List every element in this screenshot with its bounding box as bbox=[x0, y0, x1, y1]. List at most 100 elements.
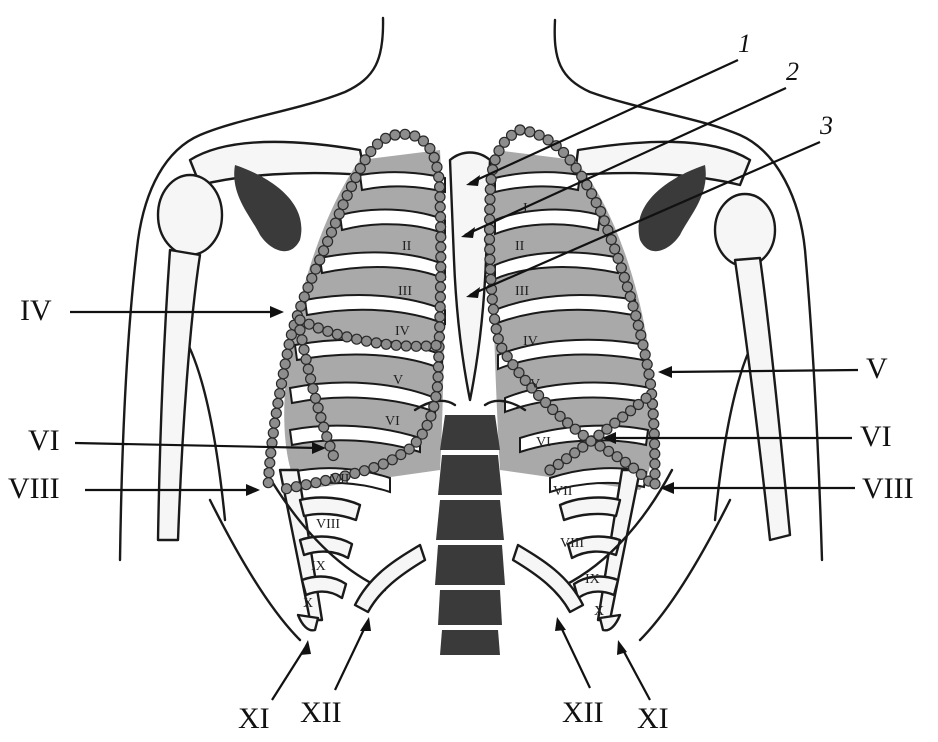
left-pleura-medial-bead bbox=[434, 172, 444, 182]
bottom-callout-xi-left-line bbox=[272, 648, 305, 700]
left-lung-lower-bead bbox=[401, 341, 411, 351]
left-lung-lower-bead bbox=[371, 338, 381, 348]
right-pleura-apex-bead bbox=[625, 292, 635, 302]
right-pleura-apex-bead bbox=[515, 125, 525, 135]
right-pleura-apex-bead bbox=[644, 369, 654, 379]
pointer-3-label: 3 bbox=[819, 111, 833, 140]
left-pleura-apex-bead bbox=[323, 237, 333, 247]
left-rib-label-4: IV bbox=[395, 324, 410, 339]
left-rib-label-3: III bbox=[398, 284, 412, 299]
bottom-callout-xii-left-line bbox=[335, 625, 366, 690]
left-oblique-bead bbox=[299, 345, 309, 355]
left-pleura-medial-bead bbox=[369, 463, 379, 473]
right-rib-label-8: VIII bbox=[560, 536, 584, 551]
left-pleura-apex-bead bbox=[303, 283, 313, 293]
right-pleura-apex-bead bbox=[650, 459, 660, 469]
right-callout-v-line bbox=[666, 370, 858, 372]
left-oblique-bead bbox=[295, 325, 305, 335]
bottom-callout-xii-left: XII bbox=[300, 696, 342, 729]
left-pleura-medial-bead bbox=[434, 352, 444, 362]
left-oblique-bead bbox=[325, 441, 335, 451]
bottom-callout-xi-right: XI bbox=[637, 702, 669, 735]
right-pleura-apex-bead bbox=[622, 282, 632, 292]
left-pleura-medial-bead bbox=[359, 466, 369, 476]
right-pleura-apex-bead bbox=[640, 350, 650, 360]
left-pleura-medial-bead bbox=[432, 382, 442, 392]
right-rib-label-6: VI bbox=[536, 435, 551, 450]
right-pleura-medial-bead bbox=[485, 204, 495, 214]
left-oblique-bead bbox=[306, 374, 316, 384]
left-pleura-apex-bead bbox=[280, 359, 290, 369]
right-pleura-medial-bead bbox=[485, 254, 495, 264]
right-pleura-apex-bead bbox=[650, 479, 660, 489]
right-humeral-head bbox=[715, 194, 775, 266]
left-pleura-medial-bead bbox=[435, 202, 445, 212]
right-rib-label-4: IV bbox=[523, 334, 538, 349]
left-rib-label-2: II bbox=[402, 239, 412, 254]
right-pleura-apex-bead bbox=[628, 301, 638, 311]
left-pleura-medial-bead bbox=[378, 459, 388, 469]
left-oblique-bead bbox=[301, 354, 311, 364]
left-lung-lower-bead bbox=[381, 339, 391, 349]
right-pleura-apex-bead bbox=[636, 330, 646, 340]
left-oblique-bead bbox=[316, 413, 326, 423]
left-callout-iv: IV bbox=[20, 294, 52, 327]
left-pleura-medial-bead bbox=[435, 312, 445, 322]
left-oblique-bead bbox=[303, 364, 313, 374]
left-lung-lower-bead bbox=[391, 340, 401, 350]
pointer-1-label: 1 bbox=[738, 29, 751, 58]
right-pleura-apex-bead bbox=[633, 320, 643, 330]
left-pleura-medial-bead bbox=[429, 153, 439, 163]
right-pleura-medial-bead bbox=[485, 194, 495, 204]
right-pleura-medial-bead bbox=[490, 314, 500, 324]
left-oblique-bead bbox=[322, 432, 332, 442]
left-rib-label-9: IX bbox=[311, 559, 326, 574]
right-callout-vi: VI bbox=[860, 420, 892, 453]
left-lung-lower-bead bbox=[352, 334, 362, 344]
left-pleura-medial-bead bbox=[433, 362, 443, 372]
left-pleura-medial-bead bbox=[433, 372, 443, 382]
right-callout-viii: VIII bbox=[862, 472, 914, 505]
left-oblique-bead bbox=[319, 422, 329, 432]
right-pleura-medial-bead bbox=[491, 324, 501, 334]
left-pleura-apex-bead bbox=[338, 200, 348, 210]
right-pleura-medial-bead bbox=[488, 304, 498, 314]
right-rib-label-5: V bbox=[530, 377, 540, 392]
right-pleura-apex-bead bbox=[631, 311, 641, 321]
left-pleura-apex-bead bbox=[334, 209, 344, 219]
right-pleura-medial-bead bbox=[494, 146, 504, 156]
right-pleura-apex-bead bbox=[638, 340, 648, 350]
left-pleura-medial-bead bbox=[311, 478, 321, 488]
right-pleura-medial-bead bbox=[493, 334, 503, 344]
left-humerus bbox=[158, 250, 200, 540]
left-pleura-apex-bead bbox=[299, 292, 309, 302]
right-pleura-medial-bead bbox=[485, 264, 495, 274]
left-pleura-medial-bead bbox=[426, 411, 436, 421]
left-pleura-medial-bead bbox=[291, 482, 301, 492]
right-pleura-medial-bead bbox=[485, 184, 495, 194]
left-pleura-medial-bead bbox=[436, 282, 446, 292]
right-pleura-apex-bead bbox=[596, 207, 606, 217]
left-pleura-medial-bead bbox=[435, 302, 445, 312]
right-pleura-apex-bead bbox=[642, 359, 652, 369]
right-callout-v: V bbox=[866, 352, 888, 385]
left-pleura-medial-bead bbox=[400, 129, 410, 139]
left-pleura-apex-bead bbox=[311, 264, 321, 274]
left-lung-lower-bead bbox=[342, 332, 352, 342]
left-pleura-apex-bead bbox=[264, 468, 274, 478]
right-pleura-apex-bead bbox=[613, 253, 623, 263]
right-pleura-apex-bead bbox=[649, 419, 659, 429]
right-pleura-apex-bead bbox=[606, 235, 616, 245]
left-pleura-apex-bead bbox=[268, 428, 278, 438]
right-pleura-medial-bead bbox=[487, 294, 497, 304]
right-pleura-apex-bead bbox=[650, 449, 660, 459]
right-pleura-apex-bead bbox=[525, 127, 535, 137]
left-rib-label-5: V bbox=[393, 373, 403, 388]
right-pleura-apex-bead bbox=[610, 244, 620, 254]
left-lung-lower-bead bbox=[304, 319, 314, 329]
left-pleura-apex-bead bbox=[342, 191, 352, 201]
left-oblique-bead bbox=[328, 451, 338, 461]
left-lung-lower-bead bbox=[421, 341, 431, 351]
right-pleura-apex-bead bbox=[646, 379, 656, 389]
left-pleura-medial-bead bbox=[432, 162, 442, 172]
